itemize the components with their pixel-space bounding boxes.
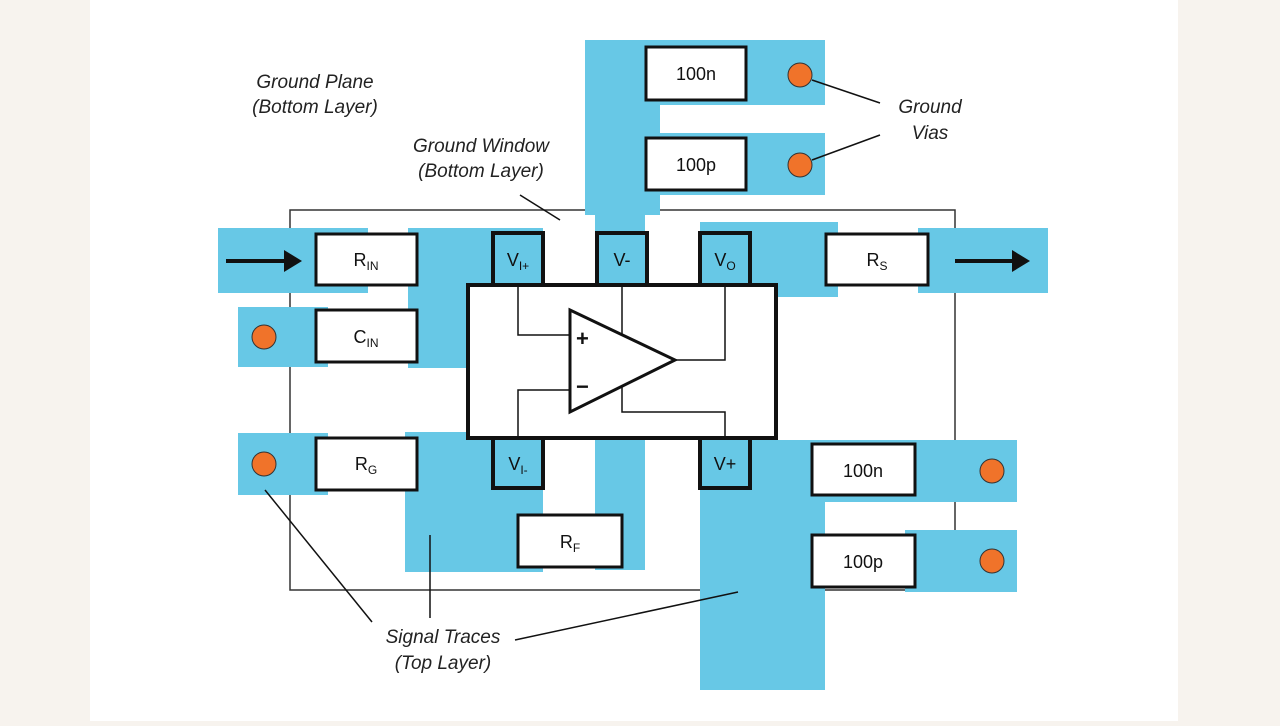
svg-text:CIN: CIN xyxy=(354,327,379,350)
cin-sub: IN xyxy=(367,336,379,350)
cap-bottom-100n-label: 100n xyxy=(843,461,883,481)
cap-bottom-100p: 100p xyxy=(810,533,917,589)
callout-via-1 xyxy=(811,79,881,104)
wire-in-plus xyxy=(517,283,570,336)
resistor-rs: RS xyxy=(824,232,930,287)
via-bottom-100n xyxy=(979,458,1005,484)
via-top-100p xyxy=(787,152,813,178)
pin-v-plus: V+ xyxy=(698,436,752,490)
label-ground-plane-1: Ground Plane xyxy=(256,72,373,93)
rs-label: R xyxy=(866,250,879,270)
svg-text:VO: VO xyxy=(714,250,735,273)
resistor-rin: RIN xyxy=(314,232,419,287)
label-signal-traces-1: Signal Traces xyxy=(386,627,501,648)
label-signal-traces-2: (Top Layer) xyxy=(395,653,491,674)
svg-text:VI-: VI- xyxy=(508,454,527,477)
via-top-100n xyxy=(787,62,813,88)
pin-vo-label: V xyxy=(714,250,726,270)
rf-label: R xyxy=(560,532,573,552)
ic-internal-wiring xyxy=(517,283,726,442)
via-bottom-100p xyxy=(979,548,1005,574)
wire-out xyxy=(675,283,726,361)
pin-v-minus: V- xyxy=(595,231,649,287)
label-ground-vias-1: Ground xyxy=(898,97,963,118)
cap-top-100n: 100n xyxy=(644,45,748,102)
rg-label: R xyxy=(355,454,368,474)
ground-vias xyxy=(251,62,1005,574)
pin-vi-minus-sub: I- xyxy=(520,463,527,477)
opamp-minus-symbol: − xyxy=(576,374,589,399)
rg-sub: G xyxy=(368,463,377,477)
rs-sub: S xyxy=(879,259,887,273)
callout-trace-3 xyxy=(514,591,739,641)
callout-ground-window xyxy=(519,194,561,221)
wire-in-minus xyxy=(517,389,570,442)
pin-vi-plus-label: V xyxy=(507,250,519,270)
label-ground-vias-2: Vias xyxy=(912,123,949,144)
label-ground-window-2: (Bottom Layer) xyxy=(418,161,544,182)
svg-text:RIN: RIN xyxy=(354,250,379,273)
pin-vi-minus: VI- xyxy=(491,436,545,490)
pin-v-plus-label: V+ xyxy=(714,454,737,474)
callout-via-2 xyxy=(811,134,881,161)
cap-top-100p-label: 100p xyxy=(676,155,716,175)
resistor-rg: RG xyxy=(314,436,419,492)
rin-label: R xyxy=(354,250,367,270)
cap-top-100p: 100p xyxy=(644,136,748,192)
via-cin xyxy=(251,324,277,350)
via-rg xyxy=(251,451,277,477)
opamp-triangle xyxy=(568,307,679,415)
pin-vi-plus-sub: I+ xyxy=(519,259,529,273)
cap-bottom-100p-label: 100p xyxy=(843,552,883,572)
pin-vo-sub: O xyxy=(726,259,735,273)
output-arrow xyxy=(955,250,1030,272)
svg-text:VI+: VI+ xyxy=(507,250,529,273)
cap-top-100n-label: 100n xyxy=(676,64,716,84)
label-ground-plane-2: (Bottom Layer) xyxy=(252,97,378,118)
callout-trace-1 xyxy=(264,489,373,623)
svg-text:RG: RG xyxy=(355,454,377,477)
rin-sub: IN xyxy=(367,259,379,273)
callout-lines xyxy=(264,79,881,641)
capacitor-cin: CIN xyxy=(314,308,419,364)
svg-text:RF: RF xyxy=(560,532,580,555)
pin-vi-plus: VI+ xyxy=(491,231,545,287)
svg-text:RS: RS xyxy=(866,250,887,273)
pin-v-minus-label: V- xyxy=(613,250,630,270)
pin-vi-minus-label: V xyxy=(508,454,520,474)
pin-vo: VO xyxy=(698,231,752,287)
cin-label: C xyxy=(354,327,367,347)
cap-bottom-100n: 100n xyxy=(810,442,917,497)
rf-sub: F xyxy=(573,541,580,555)
wire-vplus xyxy=(621,385,726,442)
input-arrow xyxy=(226,250,302,272)
resistor-rf: RF xyxy=(516,513,624,569)
opamp-plus-symbol: + xyxy=(576,326,589,351)
label-ground-window-1: Ground Window xyxy=(413,136,550,157)
